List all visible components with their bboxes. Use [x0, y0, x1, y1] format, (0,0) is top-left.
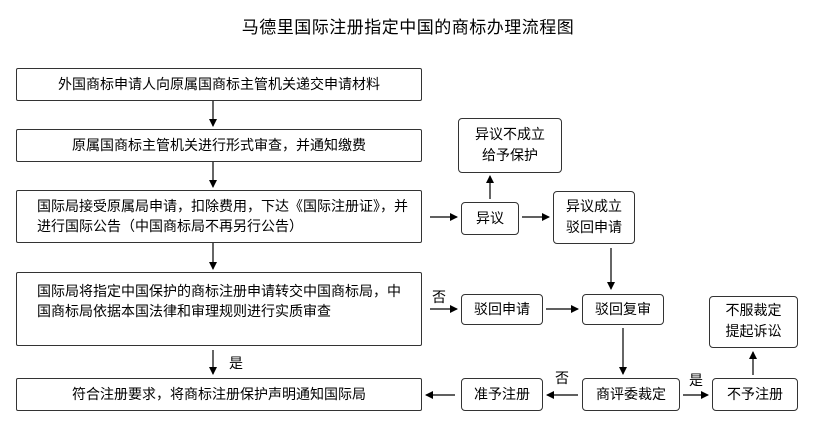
node-approve-registration: 准予注册 [461, 378, 543, 411]
label-no-approve: 否 [555, 371, 569, 387]
step-international-bureau: 国际局接受原属局申请，扣除费用，下达《国际注册证》，并进行国际公告（中国商标局不… [16, 190, 422, 243]
step-formal-review: 原属国商标主管机关进行形式审查，并通知缴费 [16, 129, 422, 162]
node-reject-review: 驳回复审 [582, 294, 664, 325]
node-reject-application: 驳回申请 [461, 294, 543, 325]
node-objection-succeeds: 异议成立 驳回申请 [553, 191, 635, 244]
step-notify-bureau: 符合注册要求，将商标注册保护声明通知国际局 [16, 378, 422, 411]
node-appeal-lawsuit: 不服裁定 提起诉讼 [709, 296, 798, 348]
label-no-reject: 否 [432, 290, 446, 306]
node-objection-fails: 异议不成立 给予保护 [458, 118, 562, 173]
label-yes-deny: 是 [689, 373, 703, 389]
label-yes-notify: 是 [229, 356, 243, 372]
node-objection: 异议 [461, 202, 519, 235]
page-title: 马德里国际注册指定中国的商标办理流程图 [241, 18, 575, 38]
node-deny-registration: 不予注册 [712, 378, 798, 411]
step-transfer-to-china: 国际局将指定中国保护的商标注册申请转交中国商标局，中国商标局依据本国法律和审理规… [16, 272, 422, 346]
step-submit-application: 外国商标申请人向原属国商标主管机关递交申请材料 [16, 68, 422, 101]
node-tribunal-ruling: 商评委裁定 [582, 378, 680, 411]
